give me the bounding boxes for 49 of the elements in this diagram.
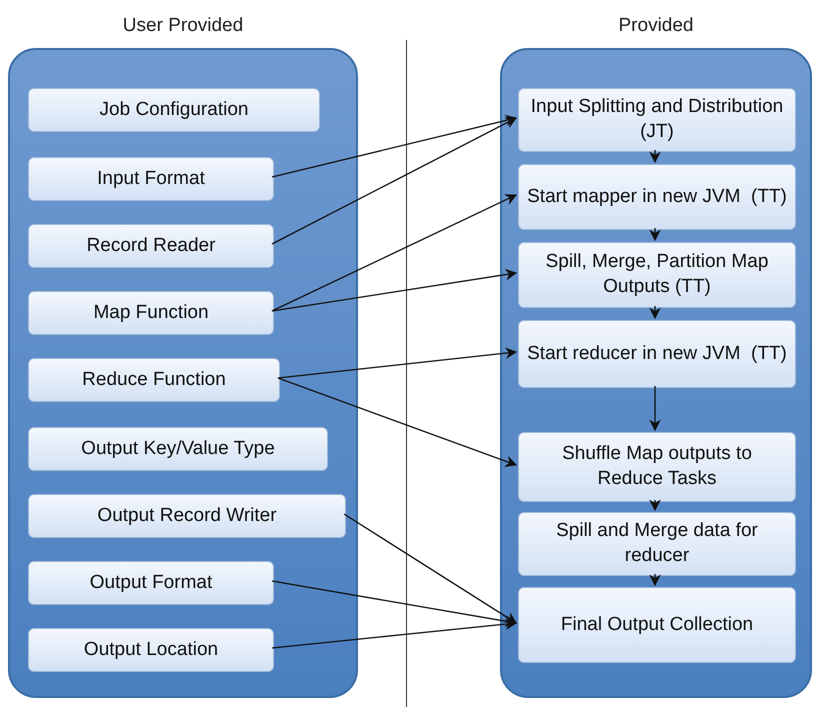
process-box [28, 561, 274, 605]
arrow [344, 513, 517, 624]
arrow [278, 377, 518, 467]
box-label: Input Format [97, 166, 205, 191]
box-label: Start reducer in new JVM (TT) [527, 342, 787, 366]
panel-heading: Provided [618, 14, 694, 38]
process-box [518, 88, 796, 152]
process-box [28, 157, 274, 201]
panel-heading: User Provided [122, 14, 244, 38]
box-label: Spill, Merge, Partition Map Outputs (TT) [544, 250, 770, 299]
arrow [649, 386, 661, 432]
process-box [28, 494, 346, 538]
box-label: Job Configuration [100, 98, 248, 122]
process-box [518, 432, 796, 502]
process-box [518, 164, 796, 230]
box-label: Shuffle Map outputs to Reduce Tasks [561, 442, 753, 491]
arrow [272, 580, 518, 627]
box-label: Map Function [93, 300, 209, 325]
arrow [272, 114, 518, 178]
arrow [272, 117, 518, 245]
arrow [649, 499, 661, 512]
arrow [278, 347, 518, 379]
box-label: Output Format [90, 570, 212, 595]
box-label: Reduce Function [82, 368, 226, 392]
arrow [649, 150, 661, 164]
box-label: Output Record Writer [97, 504, 277, 528]
process-box [28, 291, 274, 335]
process-box [518, 587, 796, 663]
box-label: Output Location [84, 638, 218, 662]
process-box [518, 242, 796, 308]
process-box [28, 224, 274, 268]
arrow [272, 618, 518, 649]
process-box [28, 628, 274, 672]
box-label: Input Splitting and Distribution (JT) [530, 95, 784, 144]
process-box [28, 358, 280, 402]
process-box [28, 427, 328, 471]
box-label: Output Key/Value Type [81, 436, 275, 461]
box-label: Final Output Collection [560, 612, 754, 637]
arrow [272, 268, 518, 312]
arrow [649, 306, 661, 320]
process-box [518, 512, 796, 576]
process-box [518, 320, 796, 388]
box-label: Start mapper in new JVM (TT) [527, 184, 787, 209]
box-label: Spill and Merge data for reducer [555, 519, 759, 568]
arrow [649, 574, 661, 586]
process-box [28, 88, 320, 132]
arrow [272, 194, 518, 312]
arrow [649, 228, 661, 242]
box-label: Record Reader [86, 234, 216, 258]
